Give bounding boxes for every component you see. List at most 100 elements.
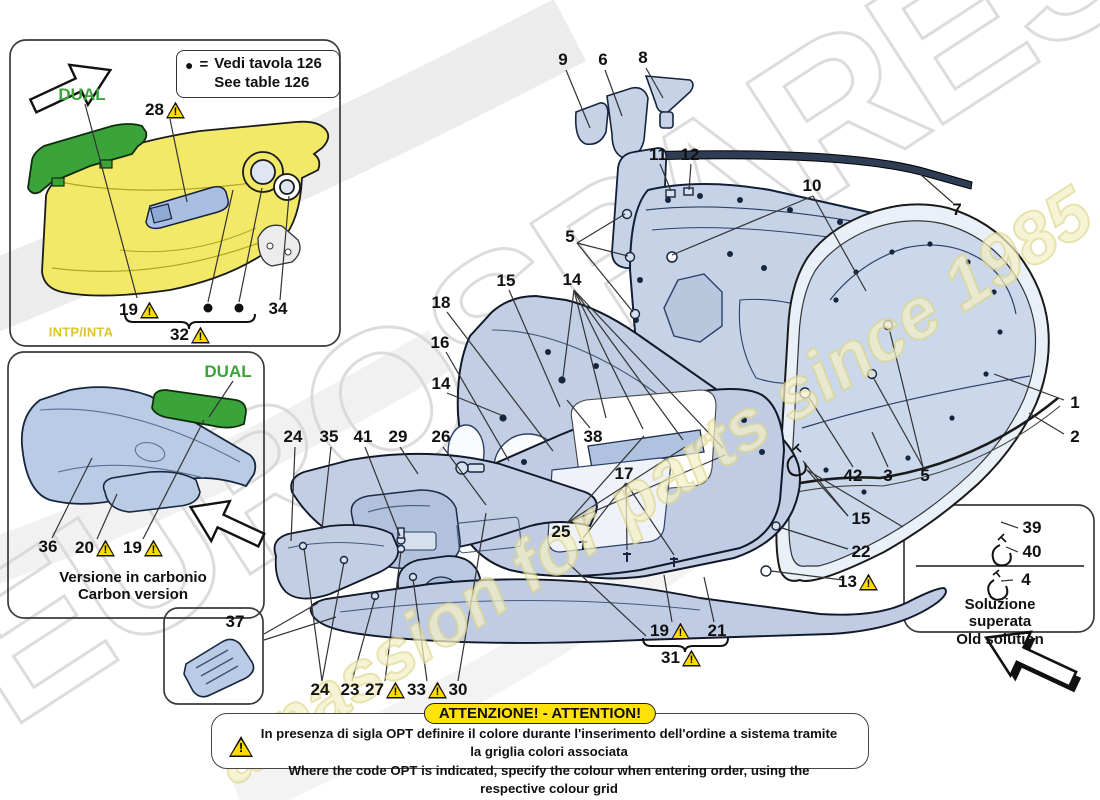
attention-line-it: In presenza di sigla OPT definire il col… — [260, 726, 838, 760]
callout-25: 25 — [551, 522, 571, 541]
attention-title: ATTENZIONE! - ATTENTION! — [423, 703, 657, 724]
callout-39: 39 — [1022, 518, 1042, 537]
attention-line-en: Where the code OPT is indicated, specify… — [288, 762, 810, 797]
orientation-arrow-top-left — [28, 63, 113, 114]
callout-31: 31! — [661, 648, 701, 668]
callout-6: 6 — [598, 50, 608, 69]
callout-38: 38 — [583, 427, 603, 446]
callout-3: 3 — [883, 466, 893, 485]
inset-box-carbon — [7, 351, 265, 619]
legend-equals: = — [199, 56, 209, 73]
warning-triangle-icon: ! — [165, 101, 185, 119]
warning-triangle-icon: ! — [858, 573, 878, 591]
callout-5: 5 — [565, 227, 575, 246]
legend-box: ● = Vedi tavola 126 See table 126 — [176, 50, 340, 98]
inset-box-old-solution — [903, 504, 1095, 633]
weatherstrip — [643, 150, 973, 190]
door-trim-yellow — [41, 120, 330, 297]
tweeter-pod-part — [183, 638, 255, 698]
old-solution-caption-en: Old solution — [956, 630, 1044, 648]
callout-37: 37 — [225, 612, 245, 631]
orientation-arrow-carbon — [188, 499, 266, 549]
door-trim-carbon — [20, 386, 257, 513]
callout-26: 26 — [431, 427, 451, 446]
carbon-caption-en: Carbon version — [77, 586, 189, 604]
dual-label-top: DUAL — [58, 85, 106, 104]
warning-triangle-icon: ! — [427, 681, 447, 699]
callout-5: 5 — [920, 466, 930, 485]
fastener-glyphs — [298, 187, 894, 601]
callout-1: 1 — [1070, 393, 1080, 412]
callout-34: 34 — [268, 299, 288, 318]
carbon-caption: Versione in carbonio Carbon version — [59, 569, 207, 604]
armrest-pad — [273, 524, 400, 600]
inset-box-37 — [163, 607, 264, 705]
old-solution-caption-it: Soluzione superata — [964, 596, 1036, 631]
callout-19: 19! — [119, 300, 159, 320]
sill-trim-strip — [309, 578, 947, 644]
clip-glyphs — [786, 443, 1012, 601]
legend-line-en: See table 126 — [214, 73, 310, 91]
callout-18: 18 — [431, 293, 451, 312]
orientation-arrow-bottom-right — [983, 630, 1082, 693]
callout-15: 15 — [496, 271, 516, 290]
inset-box-dual-top — [9, 39, 341, 347]
door-shell-and-seal — [775, 203, 1050, 582]
callout-32: 32! — [170, 325, 210, 345]
callout-20: 20! — [75, 538, 115, 558]
callout-36: 36 — [38, 537, 58, 556]
warning-triangle-icon: ! — [670, 622, 690, 640]
warning-triangle-icon: ! — [190, 326, 210, 344]
warning-triangle-icon: ! — [95, 539, 115, 557]
see-table-dot — [203, 303, 213, 313]
dual-label-carbon: DUAL — [204, 362, 252, 381]
warning-triangle-icon: ! — [143, 539, 163, 557]
callout-33: 33! — [407, 680, 447, 700]
callout-35: 35 — [319, 427, 339, 446]
callout-12: 12 — [680, 145, 700, 164]
callout-30: 30 — [448, 680, 468, 699]
callout-11: 11 — [649, 145, 667, 164]
legend-line-it: Vedi tavola 126 — [214, 55, 322, 72]
sill-trim-line — [339, 600, 701, 613]
brackets — [124, 313, 729, 653]
callout-42: 42 — [843, 466, 863, 485]
part-code-intp-inta: INTP/INTA — [48, 324, 114, 340]
attention-box: ATTENZIONE! - ATTENTION! ! In presenza d… — [211, 703, 869, 796]
warning-triangle-icon: ! — [139, 301, 159, 319]
callout-15: 15 — [851, 509, 871, 528]
legend-bullet: ● — [185, 57, 194, 73]
callout-19: 19! — [650, 621, 690, 641]
warning-triangle-icon: ! — [385, 681, 405, 699]
callout-2: 2 — [1070, 427, 1080, 446]
callout-21: 21 — [707, 621, 727, 640]
warning-triangle-icon: ! — [681, 649, 701, 667]
warning-triangle-icon: ! — [229, 736, 253, 757]
callout-9: 9 — [558, 50, 568, 69]
callout-17: 17 — [614, 464, 634, 483]
callout-24: 24 — [310, 680, 330, 699]
door-trim-insert-green-top — [27, 123, 148, 195]
callout-22: 22 — [851, 542, 871, 561]
leader-lines — [51, 67, 1065, 682]
old-solution-caption: Soluzione superata Old solution — [950, 596, 1050, 648]
callout-19: 19! — [123, 538, 163, 558]
callout-8: 8 — [638, 48, 648, 67]
callout-40: 40 — [1022, 542, 1042, 561]
callout-29: 29 — [388, 427, 408, 446]
callout-27: 27! — [365, 680, 405, 700]
callout-7: 7 — [952, 200, 962, 219]
callout-14: 14 — [562, 270, 582, 289]
callout-24: 24 — [283, 427, 303, 446]
callout-13: 13! — [838, 572, 878, 592]
carbon-caption-it: Versione in carbonio — [59, 569, 207, 586]
see-table-dot — [234, 303, 244, 313]
callout-41: 41 — [353, 427, 373, 446]
callout-4: 4 — [1021, 570, 1031, 589]
callout-10: 10 — [802, 176, 822, 195]
callout-14: 14 — [431, 374, 451, 393]
callout-28: 28! — [145, 100, 185, 120]
callout-16: 16 — [430, 333, 450, 352]
